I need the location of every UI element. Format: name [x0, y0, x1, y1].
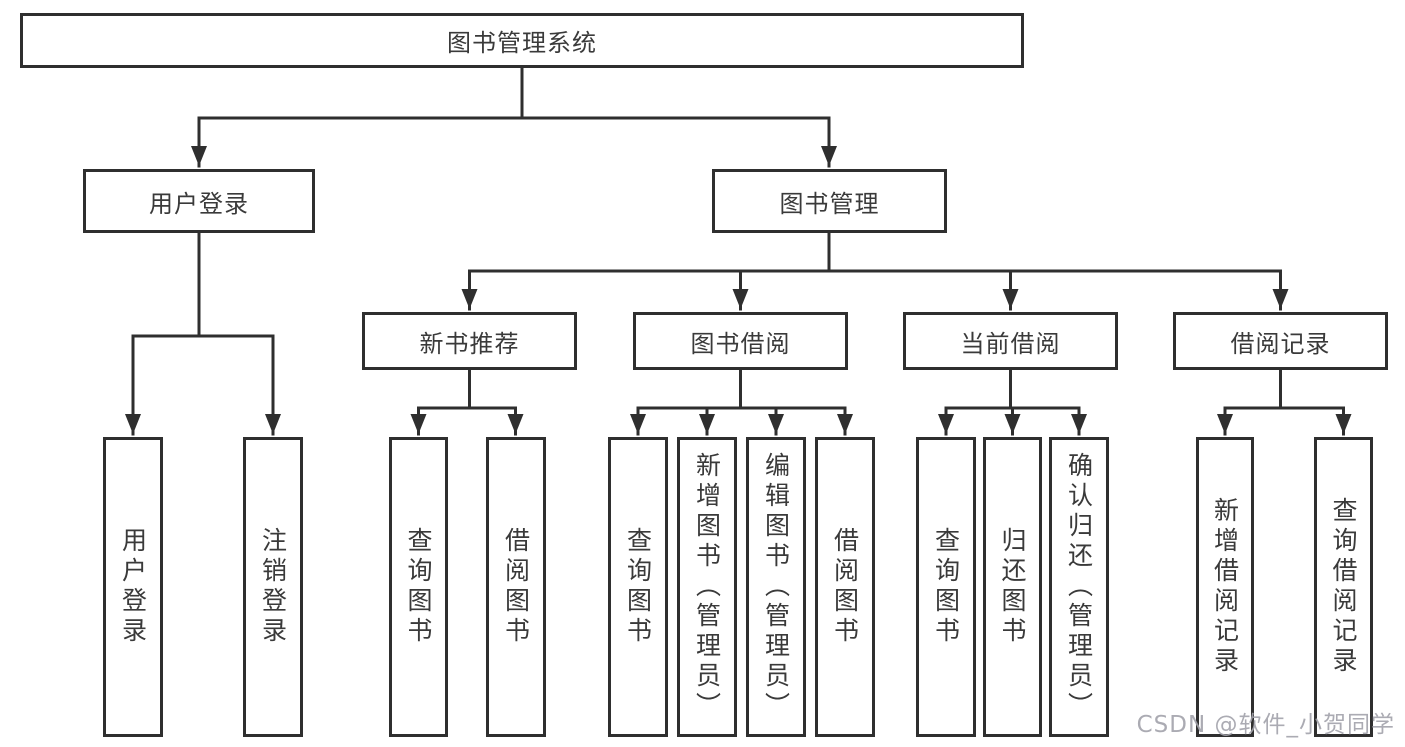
leaf-logout: 注销登录 — [243, 437, 303, 737]
leaf-records-query-record-label: 查询借阅记录 — [1329, 497, 1358, 677]
leaf-records-add-record: 新增借阅记录 — [1196, 437, 1254, 737]
node-book-management-label: 图书管理 — [779, 189, 880, 218]
node-book-borrowing: 图书借阅 — [633, 312, 848, 370]
leaf-borrowing-edit-books-admin-label: 编辑图书（管理员） — [761, 452, 791, 722]
leaf-logout-label: 注销登录 — [258, 527, 288, 647]
node-borrowing-records: 借阅记录 — [1173, 312, 1388, 370]
leaf-borrowing-query-books-label: 查询图书 — [623, 527, 653, 647]
node-new-book-recommend-label: 新书推荐 — [419, 329, 520, 358]
leaf-recommend-query-books-label: 查询图书 — [404, 527, 433, 647]
leaf-current-confirm-return-admin: 确认归还（管理员） — [1049, 437, 1109, 737]
node-current-borrowing-label: 当前借阅 — [960, 329, 1061, 358]
leaf-recommend-borrow-books-label: 借阅图书 — [501, 527, 531, 647]
leaf-borrowing-add-books-admin: 新增图书（管理员） — [677, 437, 737, 737]
node-user-login-label: 用户登录 — [149, 189, 249, 218]
node-root-label: 图书管理系统 — [447, 29, 597, 57]
node-book-borrowing-label: 图书借阅 — [690, 329, 791, 358]
leaf-user-login-label: 用户登录 — [118, 527, 148, 647]
node-borrowing-records-label: 借阅记录 — [1230, 329, 1331, 358]
leaf-user-login: 用户登录 — [103, 437, 163, 737]
leaf-borrowing-add-books-admin-label: 新增图书（管理员） — [692, 452, 722, 722]
leaf-current-confirm-return-admin-label: 确认归还（管理员） — [1064, 452, 1094, 722]
leaf-current-query-books: 查询图书 — [916, 437, 976, 737]
leaf-borrowing-edit-books-admin: 编辑图书（管理员） — [746, 437, 806, 737]
node-user-login: 用户登录 — [83, 169, 315, 233]
node-root-library-system: 图书管理系统 — [20, 13, 1024, 68]
node-current-borrowing: 当前借阅 — [903, 312, 1118, 370]
leaf-borrowing-query-books: 查询图书 — [608, 437, 668, 737]
node-new-book-recommend: 新书推荐 — [362, 312, 577, 370]
leaf-borrowing-borrow-books-label: 借阅图书 — [830, 527, 860, 647]
leaf-records-query-record: 查询借阅记录 — [1314, 437, 1373, 737]
node-book-management: 图书管理 — [712, 169, 947, 233]
csdn-watermark: CSDN @软件_小贺同学 — [1136, 712, 1395, 738]
leaf-recommend-query-books: 查询图书 — [389, 437, 448, 737]
leaf-borrowing-borrow-books: 借阅图书 — [815, 437, 875, 737]
leaf-current-query-books-label: 查询图书 — [931, 527, 961, 647]
leaf-current-return-books-label: 归还图书 — [998, 527, 1027, 647]
leaf-current-return-books: 归还图书 — [983, 437, 1042, 737]
leaf-records-add-record-label: 新增借阅记录 — [1210, 497, 1240, 677]
leaf-recommend-borrow-books: 借阅图书 — [486, 437, 546, 737]
